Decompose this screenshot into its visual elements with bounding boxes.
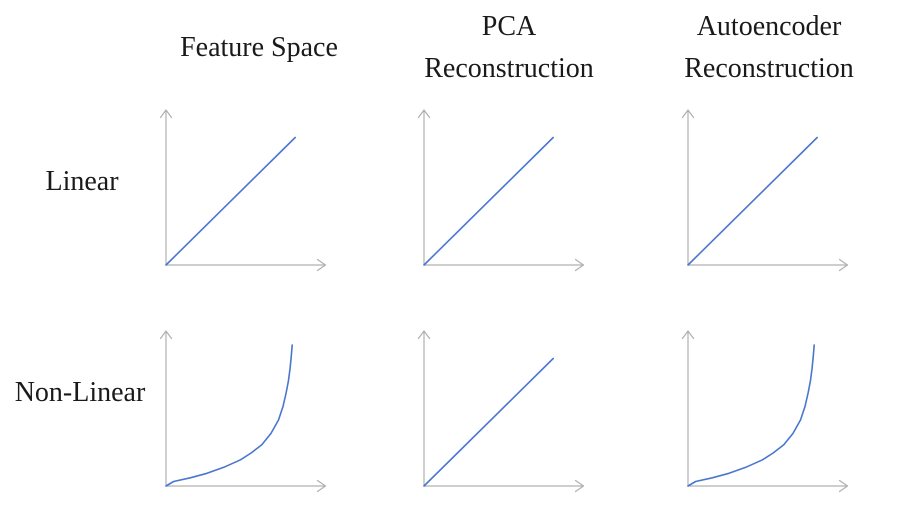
axes bbox=[417, 109, 585, 272]
axes bbox=[159, 109, 327, 272]
x-axis-arrowhead-icon bbox=[316, 479, 327, 493]
x-axis-arrowhead-icon bbox=[838, 479, 849, 493]
plot-linear-autoencoder-reconstruction bbox=[681, 109, 849, 272]
y-axis-arrowhead-icon bbox=[159, 330, 173, 340]
curve bbox=[423, 136, 554, 266]
plot-nonlinear-feature-space bbox=[159, 330, 327, 493]
y-axis-arrowhead-icon bbox=[159, 109, 173, 119]
y-axis-arrowhead-icon bbox=[417, 330, 431, 340]
axes bbox=[681, 109, 849, 272]
y-axis-arrowhead-icon bbox=[417, 109, 431, 119]
axes bbox=[681, 330, 849, 493]
x-axis-arrowhead-icon bbox=[574, 479, 585, 493]
column-title-pca-reconstruction: PCA Reconstruction bbox=[424, 11, 594, 84]
curve bbox=[165, 136, 296, 266]
axes bbox=[159, 330, 327, 493]
plot-linear-feature-space bbox=[159, 109, 327, 272]
curve bbox=[165, 344, 293, 487]
x-axis-arrowhead-icon bbox=[316, 258, 327, 272]
plot-linear-pca-reconstruction bbox=[417, 109, 585, 272]
curve bbox=[423, 357, 554, 487]
y-axis-arrowhead-icon bbox=[681, 330, 695, 340]
y-axis-arrowhead-icon bbox=[681, 109, 695, 119]
x-axis-arrowhead-icon bbox=[574, 258, 585, 272]
curve bbox=[687, 136, 818, 266]
row-label-non-linear: Non-Linear bbox=[14, 377, 146, 408]
column-title-feature-space: Feature Space bbox=[180, 32, 338, 63]
axes bbox=[417, 330, 585, 493]
column-title-autoencoder-reconstruction: Autoencoder Reconstruction bbox=[684, 11, 854, 84]
curve bbox=[687, 344, 815, 487]
plot-nonlinear-pca-reconstruction bbox=[417, 330, 585, 493]
plot-nonlinear-autoencoder-reconstruction bbox=[681, 330, 849, 493]
row-label-linear: Linear bbox=[45, 166, 119, 197]
x-axis-arrowhead-icon bbox=[838, 258, 849, 272]
